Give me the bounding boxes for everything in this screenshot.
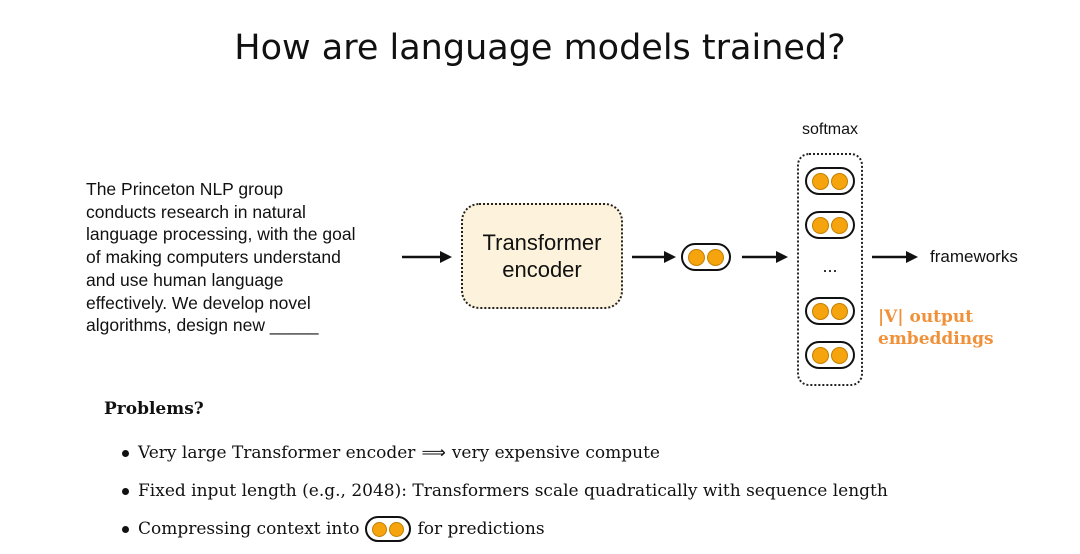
- problem-text: very expensive compute: [451, 443, 660, 463]
- list-item: Very large Transformer encoder ⟹ very ex…: [122, 434, 888, 472]
- slide-title: How are language models trained?: [234, 28, 846, 68]
- softmax-output-embeddings-box: [797, 153, 863, 386]
- token-dot: [831, 346, 848, 364]
- token-dot: [831, 216, 848, 234]
- token-dot: [688, 248, 705, 266]
- embedding-pill-icon: [805, 211, 855, 239]
- bullet-icon: [122, 525, 129, 533]
- input-context-text: The Princeton NLP group conducts researc…: [86, 179, 356, 336]
- problem-text: for predictions: [417, 519, 545, 539]
- softmax-label: softmax: [801, 121, 858, 138]
- bullet-icon: [122, 449, 129, 457]
- list-item: Compressing context into for predictions: [122, 510, 888, 548]
- problems-heading: Problems?: [104, 399, 204, 419]
- problem-text: Compressing context into: [138, 519, 360, 539]
- arrow-right-icon: [742, 251, 788, 263]
- token-dot: [831, 172, 848, 190]
- problem-text: Very large Transformer encoder: [138, 443, 416, 463]
- embedding-pill-icon: [681, 243, 731, 271]
- arrow-right-icon: [632, 251, 676, 263]
- embedding-pill-icon: [805, 297, 855, 325]
- bullet-icon: [122, 487, 129, 495]
- token-dot: [389, 521, 405, 537]
- list-item: Fixed input length (e.g., 2048): Transfo…: [122, 472, 888, 510]
- problems-list: Very large Transformer encoder ⟹ very ex…: [122, 434, 888, 548]
- transformer-encoder-box: Transformer encoder: [461, 203, 623, 309]
- token-dot: [707, 248, 724, 266]
- token-dot: [831, 302, 848, 320]
- predicted-word: frameworks: [930, 247, 1018, 266]
- arrow-right-icon: [402, 251, 452, 263]
- vocab-embeddings-label: |V| output embeddings: [878, 307, 994, 349]
- token-dot: [812, 346, 829, 364]
- token-dot: [812, 172, 829, 190]
- token-dot: [812, 302, 829, 320]
- embedding-pill-icon: [805, 167, 855, 195]
- problem-text: Fixed input length (e.g., 2048): Transfo…: [138, 481, 888, 501]
- token-dot: [812, 216, 829, 234]
- implies-icon: ⟹: [421, 443, 446, 463]
- embedding-pill-icon: [805, 341, 855, 369]
- arrow-right-icon: [872, 251, 918, 263]
- embedding-pill-icon: [365, 516, 412, 542]
- ellipsis: ...: [822, 256, 838, 276]
- token-dot: [372, 521, 388, 537]
